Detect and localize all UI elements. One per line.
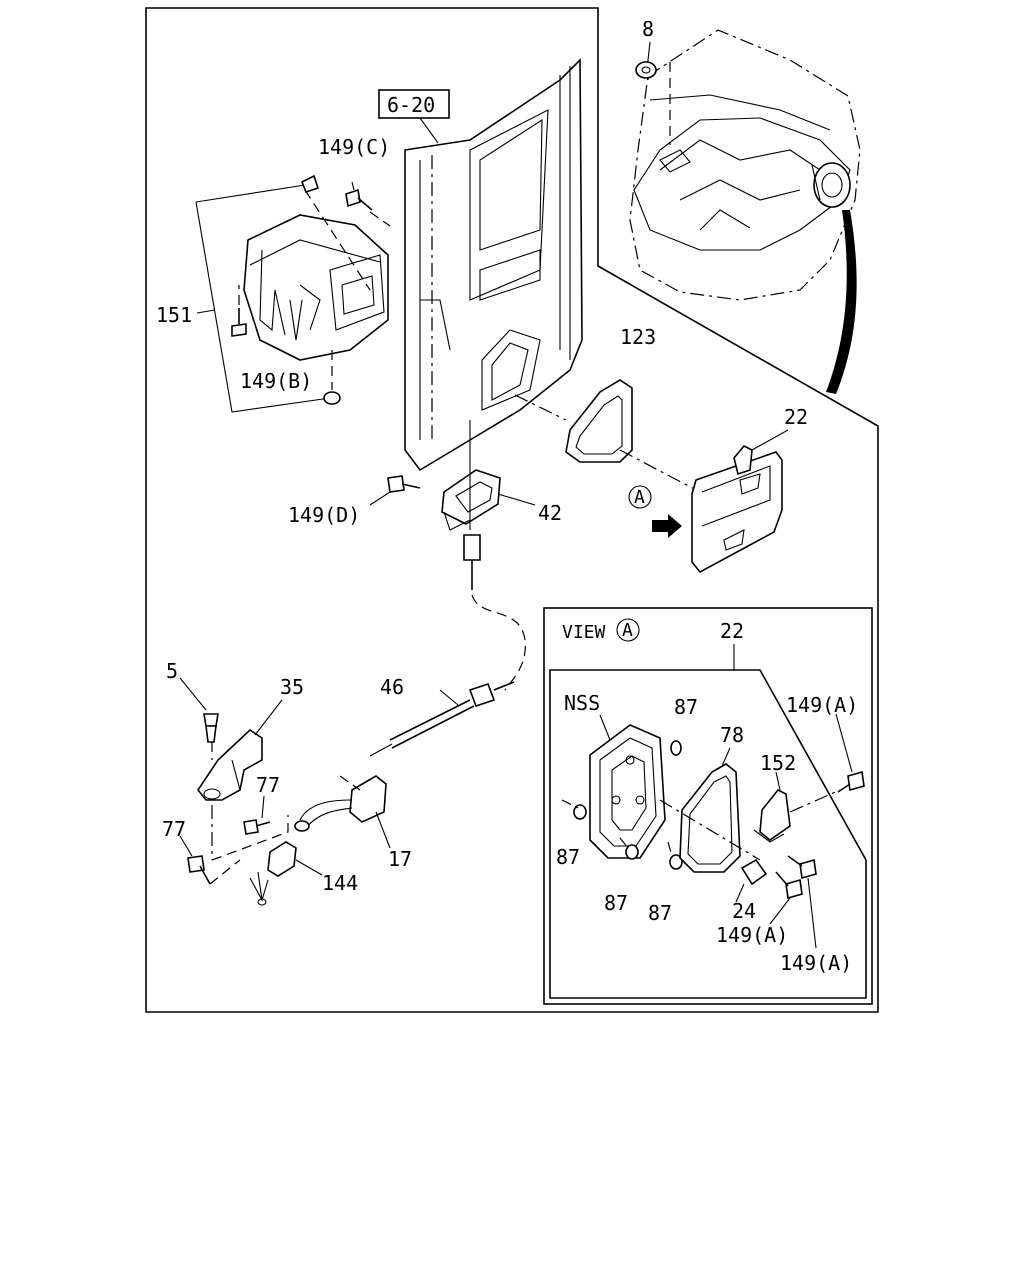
- label-123: 123: [620, 325, 656, 349]
- part-77-bolt-lower: [179, 835, 211, 885]
- part-24-clip: [740, 858, 768, 886]
- view-a-inset: [543, 607, 873, 1005]
- label-149a-3: 149(A): [780, 951, 852, 975]
- label-view-circle: A: [622, 620, 633, 641]
- label-42: 42: [538, 501, 562, 525]
- nut-bottom: [323, 391, 341, 405]
- part-152-latch: [753, 788, 791, 843]
- label-87-b: 87: [556, 845, 580, 869]
- bracket-clip-top: [300, 174, 320, 193]
- label-ref-box: 6-20: [387, 93, 435, 117]
- plug-87-d: [669, 854, 683, 870]
- part-123-gasket: [565, 379, 633, 463]
- part-151-cover: [243, 214, 389, 361]
- part-46-cable: [369, 534, 526, 757]
- label-77-a: 77: [256, 773, 280, 797]
- part-149a-bolt-2: [769, 871, 803, 925]
- connection-arrow: [826, 210, 857, 394]
- part-149d-bolt: [369, 475, 421, 506]
- nss-plate: [589, 724, 666, 859]
- view-circle: [616, 618, 640, 642]
- label-nss: NSS: [564, 691, 600, 715]
- tank-assembly: [629, 29, 861, 301]
- label-24: 24: [732, 899, 756, 923]
- body-panel: [404, 58, 583, 472]
- label-17: 17: [388, 847, 412, 871]
- label-149c: 149(C): [318, 135, 390, 159]
- part-5-screw: [179, 677, 219, 743]
- label-151: 151: [156, 303, 192, 327]
- label-87-a: 87: [674, 695, 698, 719]
- label-144: 144: [322, 871, 358, 895]
- part-42-bracket: [441, 469, 501, 531]
- label-35: 35: [280, 675, 304, 699]
- label-22-top: 22: [784, 405, 808, 429]
- direction-arrow: [652, 514, 682, 538]
- label-152: 152: [760, 751, 796, 775]
- label-149d: 149(D): [288, 503, 360, 527]
- label-view: VIEW: [562, 622, 606, 643]
- label-8: 8: [642, 17, 654, 41]
- plug-87-b: [573, 804, 587, 820]
- outer-frame: [145, 7, 879, 1013]
- part-8-grommet: [635, 41, 671, 145]
- label-22-view: 22: [720, 619, 744, 643]
- part-149c-bolt: [345, 181, 391, 227]
- part-149a-bolt-1: [835, 713, 865, 793]
- arrow-circle: [628, 485, 652, 509]
- plug-87-c: [625, 844, 639, 860]
- label-149a-1: 149(A): [786, 693, 858, 717]
- part-149b-bolt: [231, 285, 247, 337]
- label-46: 46: [380, 675, 404, 699]
- label-77-b: 77: [162, 817, 186, 841]
- part-78-gasket: [679, 763, 741, 873]
- label-87-c: 87: [604, 891, 628, 915]
- label-78: 78: [720, 723, 744, 747]
- part-77-bolt-upper: [243, 795, 271, 835]
- label-arrow-circle: A: [634, 487, 645, 508]
- plug-87-a: [670, 740, 682, 756]
- label-149b: 149(B): [240, 369, 312, 393]
- part-144-link: [249, 841, 297, 906]
- part-149a-bolt-3: [787, 855, 817, 949]
- label-87-d: 87: [648, 901, 672, 925]
- label-149a-2: 149(A): [716, 923, 788, 947]
- label-5: 5: [166, 659, 178, 683]
- part-17-handle: [294, 775, 387, 832]
- ref-box-frame: [378, 89, 450, 119]
- part-22-lid: [691, 445, 783, 574]
